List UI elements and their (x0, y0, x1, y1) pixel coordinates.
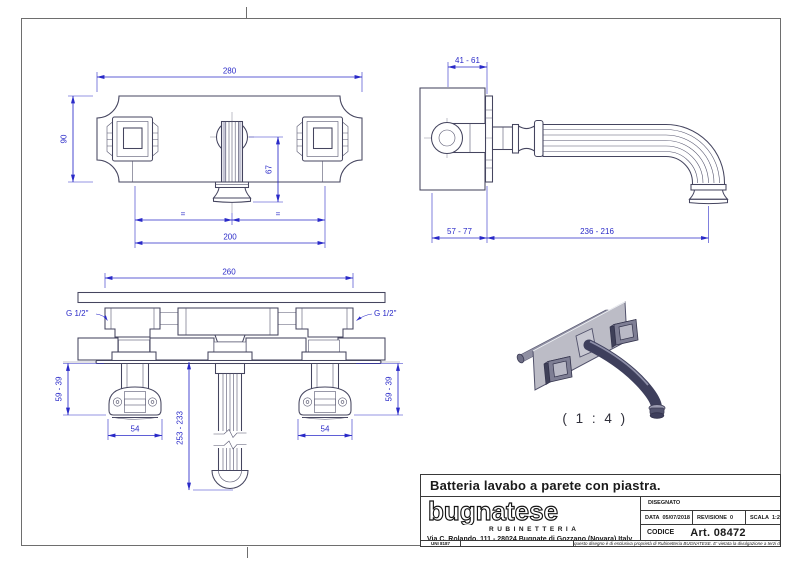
side-spout (542, 123, 729, 205)
sheet-frame (21, 18, 781, 546)
front-handle-left (106, 116, 159, 182)
scale-cell: SCALA 1:2 (746, 511, 780, 524)
dim-front-equal-right: = (276, 210, 281, 219)
dim-side-wall: 41 - 61 (455, 56, 480, 65)
standard-ref: UNI 8187 (421, 541, 461, 546)
dim-plan-width: 260 (222, 268, 236, 277)
revision-label: REVISIONE (697, 514, 727, 521)
dim-plan-stem-right: 59 - 39 (385, 376, 394, 401)
plan-spout (211, 362, 249, 490)
scale-value: 1:2 (771, 514, 780, 521)
thread-label-right: G 1/2" (374, 309, 397, 318)
plan-fittings (104, 307, 354, 343)
fields-column: DISEGNATO DATA 05/07/2018 REVISIONE 0 SC… (641, 497, 780, 540)
sheet-center-mark-bottom (247, 547, 249, 558)
date-label: DATA (645, 514, 660, 521)
front-dimensions: 280 90 67 = = 200 (60, 67, 363, 248)
disegnato-label: DISEGNATO (641, 497, 780, 511)
date-cell: DATA 05/07/2018 (641, 511, 693, 524)
dim-front-width: 280 (223, 67, 237, 76)
front-spout (210, 112, 254, 213)
company-logo: bugnatese (427, 497, 558, 527)
revision-value: 0 (729, 514, 734, 521)
front-view: 280 90 67 = = 200 (60, 67, 363, 248)
sheet-center-mark-top (246, 7, 248, 18)
side-dimensions: 41 - 61 57 - 77 236 - 216 (431, 56, 709, 243)
code-value: Art. 08472 (690, 526, 746, 539)
iso-spout (583, 339, 662, 413)
title-block-middle: bugnatese RUBINETTERIA Via C. Rolando, 1… (421, 497, 780, 540)
dim-side-depth: 57 - 77 (447, 227, 472, 236)
plan-view: 260 G 1/2" G 1/2" 59 - 39 59 - 39 54 (55, 268, 403, 491)
fine-print-spacer (461, 541, 574, 546)
dim-front-equal-left: = (181, 210, 186, 219)
company-cell: bugnatese RUBINETTERIA Via C. Rolando, 1… (421, 497, 641, 540)
fine-print-row: UNI 8187 questo disegno è di esclusiva p… (421, 540, 780, 546)
dim-plan-stem-left: 59 - 39 (55, 376, 64, 401)
dim-plan-handle-left: 54 (131, 425, 140, 434)
iso-view: ( 1 : 4 ) (516, 301, 666, 426)
property-notice: questo disegno è di esclusiva proprietà … (574, 541, 780, 546)
revision-cell: REVISIONE 0 (693, 511, 746, 524)
iso-scale-note: ( 1 : 4 ) (562, 411, 627, 426)
date-rev-scale-row: DATA 05/07/2018 REVISIONE 0 SCALA 1:2 (641, 511, 780, 525)
company-logo-text: bugnatese (428, 498, 558, 525)
plan-dimensions: 260 G 1/2" G 1/2" 59 - 39 59 - 39 54 (55, 268, 403, 491)
drawing-title: Batteria lavabo a parete con piastra. (421, 475, 780, 497)
scale-label: SCALA (750, 514, 769, 521)
plan-plate-section (77, 291, 386, 304)
dim-front-centers: 200 (223, 233, 237, 242)
company-address: Via C. Rolando, 111 - 28024 Bugnate di G… (427, 535, 633, 541)
side-view: 41 - 61 57 - 77 236 - 216 (419, 56, 729, 243)
dim-front-height: 90 (60, 134, 69, 143)
title-block: Batteria lavabo a parete con piastra. bu… (420, 474, 781, 547)
dim-plan-handle-right: 54 (321, 425, 330, 434)
company-logo-sub: RUBINETTERIA (489, 526, 580, 533)
code-cell: CODICE Art. 08472 (641, 525, 780, 540)
date-value: 05/07/2018 (662, 514, 690, 521)
side-valve-body (424, 118, 548, 158)
dim-front-spout-height: 67 (265, 165, 274, 174)
iso-handle-left (543, 356, 573, 386)
code-label: CODICE (647, 529, 675, 536)
dim-side-reach: 236 - 216 (580, 227, 614, 236)
thread-label-left: G 1/2" (66, 309, 89, 318)
plan-handle-left (108, 363, 162, 420)
dim-plan-drop: 253 - 233 (176, 411, 185, 445)
